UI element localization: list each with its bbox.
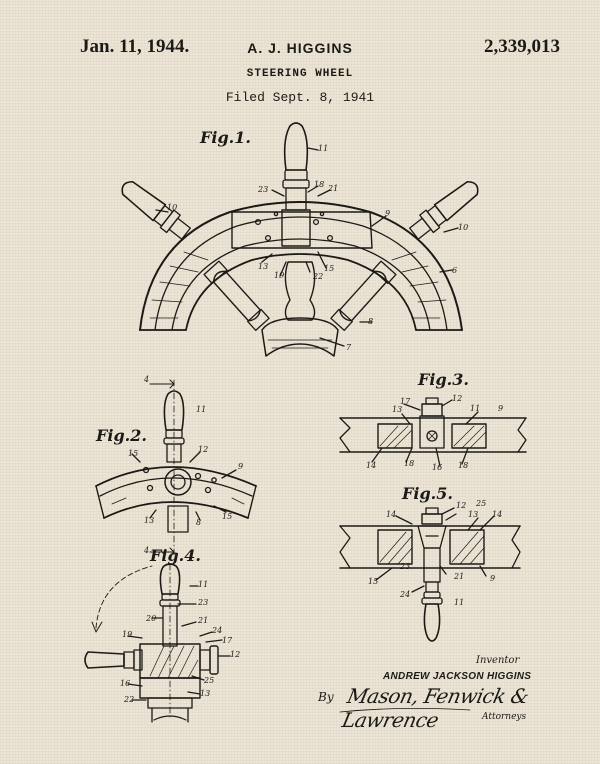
patent-number: 2,339,013 bbox=[484, 36, 560, 57]
fig4-ref: 24 bbox=[212, 626, 223, 635]
fig3-label: Fig.3. bbox=[418, 370, 469, 389]
fig4-label: Fig.4. bbox=[150, 546, 201, 565]
fig4-ref: 20 bbox=[146, 614, 157, 623]
fig1-ref: 15 bbox=[324, 264, 335, 273]
fig1-ref: 21 bbox=[328, 184, 339, 193]
filed-date: Filed Sept. 8, 1941 bbox=[225, 90, 375, 105]
fig1-ref: 19 bbox=[274, 271, 285, 280]
fig1-drawing bbox=[117, 123, 483, 356]
fig3-drawing bbox=[340, 398, 526, 466]
fig3-ref: 16 bbox=[432, 463, 443, 472]
fig3-ref: 18 bbox=[458, 461, 469, 470]
fig3-ref: 9 bbox=[498, 404, 504, 413]
fig5-label: Fig.5. bbox=[402, 484, 453, 503]
fig5-ref: 14 bbox=[386, 510, 397, 519]
fig1-ref: 7 bbox=[346, 343, 352, 352]
fig4-ref: 19 bbox=[122, 630, 133, 639]
fig2-ref: 15 bbox=[128, 449, 139, 458]
attorneys-label: Attorneys bbox=[482, 712, 527, 722]
inventor-header: A. J. HIGGINS bbox=[247, 40, 353, 56]
by-label: By bbox=[318, 690, 334, 704]
fig1-ref: 11 bbox=[318, 144, 329, 153]
fig5-drawing bbox=[340, 508, 520, 641]
fig2-ref: 9 bbox=[238, 462, 244, 471]
fig1-label: Fig.1. bbox=[200, 128, 251, 147]
fig1-ref: 22 bbox=[313, 272, 324, 281]
fig2-ref: 11 bbox=[196, 405, 207, 414]
fig2-drawing bbox=[96, 380, 256, 556]
fig4-ref: 13 bbox=[200, 689, 211, 698]
fig4-ref: 17 bbox=[222, 636, 233, 645]
fig2-ref: 13 bbox=[144, 516, 155, 525]
inventor-full-name: ANDREW JACKSON HIGGINS bbox=[383, 671, 532, 682]
fig5-ref: 12 bbox=[456, 501, 467, 510]
fig1-ref: 18 bbox=[314, 180, 325, 189]
fig3-ref: 13 bbox=[392, 405, 403, 414]
fig4-ref: 22 bbox=[124, 695, 135, 704]
fig4-ref: 16 bbox=[120, 679, 131, 688]
patent-date: Jan. 11, 1944. bbox=[80, 36, 190, 57]
fig3-ref: 11 bbox=[470, 404, 481, 413]
fig4-drawing bbox=[85, 564, 230, 722]
fig1-ref: 10 bbox=[458, 223, 469, 232]
patent-title: STEERING WHEEL bbox=[246, 68, 354, 80]
fig3-ref: 18 bbox=[404, 459, 415, 468]
attorney-signature: Mason, Fenwick & Lawrence bbox=[339, 684, 531, 732]
fig4-ref: 25 bbox=[204, 676, 215, 685]
fig2-ref: 4 bbox=[144, 375, 150, 384]
fig5-ref: 14 bbox=[492, 510, 503, 519]
fig5-ref: 9 bbox=[490, 574, 496, 583]
fig4-ref: 21 bbox=[198, 616, 209, 625]
fig5-ref: 23 bbox=[400, 562, 411, 571]
fig3-ref: 14 bbox=[366, 461, 377, 470]
fig1-ref: 10 bbox=[167, 203, 178, 212]
fig5-ref: 21 bbox=[454, 572, 465, 581]
fig2-ref: 15 bbox=[222, 512, 233, 521]
fig2-ref: 4 bbox=[144, 546, 150, 555]
fig2-label: Fig.2. bbox=[96, 426, 147, 445]
fig4-ref: 11 bbox=[198, 580, 209, 589]
fig5-ref: 11 bbox=[454, 598, 465, 607]
fig1-ref: 13 bbox=[258, 262, 269, 271]
signature-flourish bbox=[340, 708, 470, 712]
fig4-ref: 23 bbox=[198, 598, 209, 607]
fig5-ref: 15 bbox=[368, 577, 379, 586]
fig5-ref: 25 bbox=[476, 499, 487, 508]
fig5-ref: 13 bbox=[468, 510, 479, 519]
inventor-label: Inventor bbox=[476, 655, 520, 666]
fig4-ref: 12 bbox=[230, 650, 241, 659]
fig1-ref: 9 bbox=[385, 209, 391, 218]
fig1-ref: 8 bbox=[368, 317, 374, 326]
fig1-ref: 6 bbox=[452, 266, 458, 275]
fig3-ref: 17 bbox=[400, 397, 411, 406]
fig2-ref: 8 bbox=[196, 518, 202, 527]
fig1-ref: 23 bbox=[258, 185, 269, 194]
fig3-ref: 12 bbox=[452, 394, 463, 403]
fig5-ref: 24 bbox=[400, 590, 411, 599]
fig2-ref: 12 bbox=[198, 445, 209, 454]
